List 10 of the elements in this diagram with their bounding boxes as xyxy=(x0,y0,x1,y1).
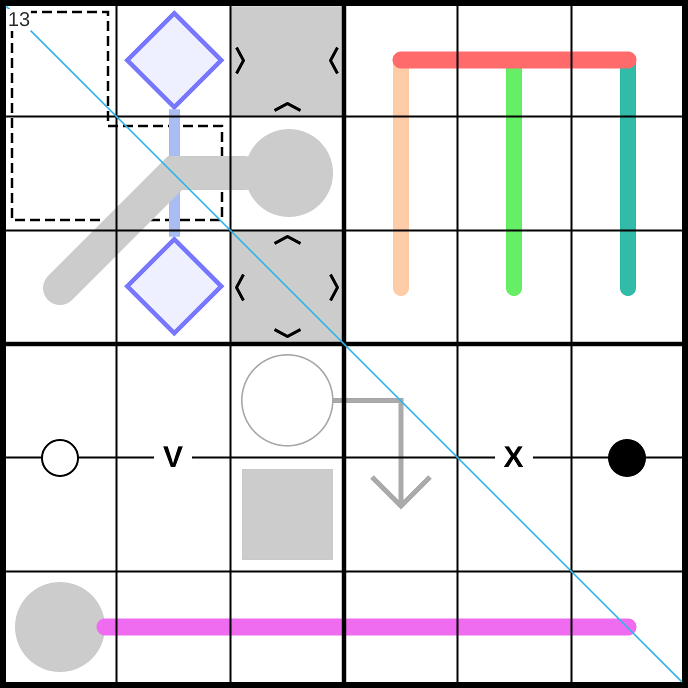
arrow xyxy=(333,398,432,508)
square-node xyxy=(242,469,333,560)
corner-number: 13 xyxy=(6,9,32,31)
circle-node xyxy=(15,582,105,672)
connector-line xyxy=(96,618,636,636)
diamond-node xyxy=(125,236,224,336)
dot-marker xyxy=(608,438,646,476)
ring-marker xyxy=(41,438,79,476)
circle-node xyxy=(240,354,334,447)
diamond-node xyxy=(125,10,224,110)
